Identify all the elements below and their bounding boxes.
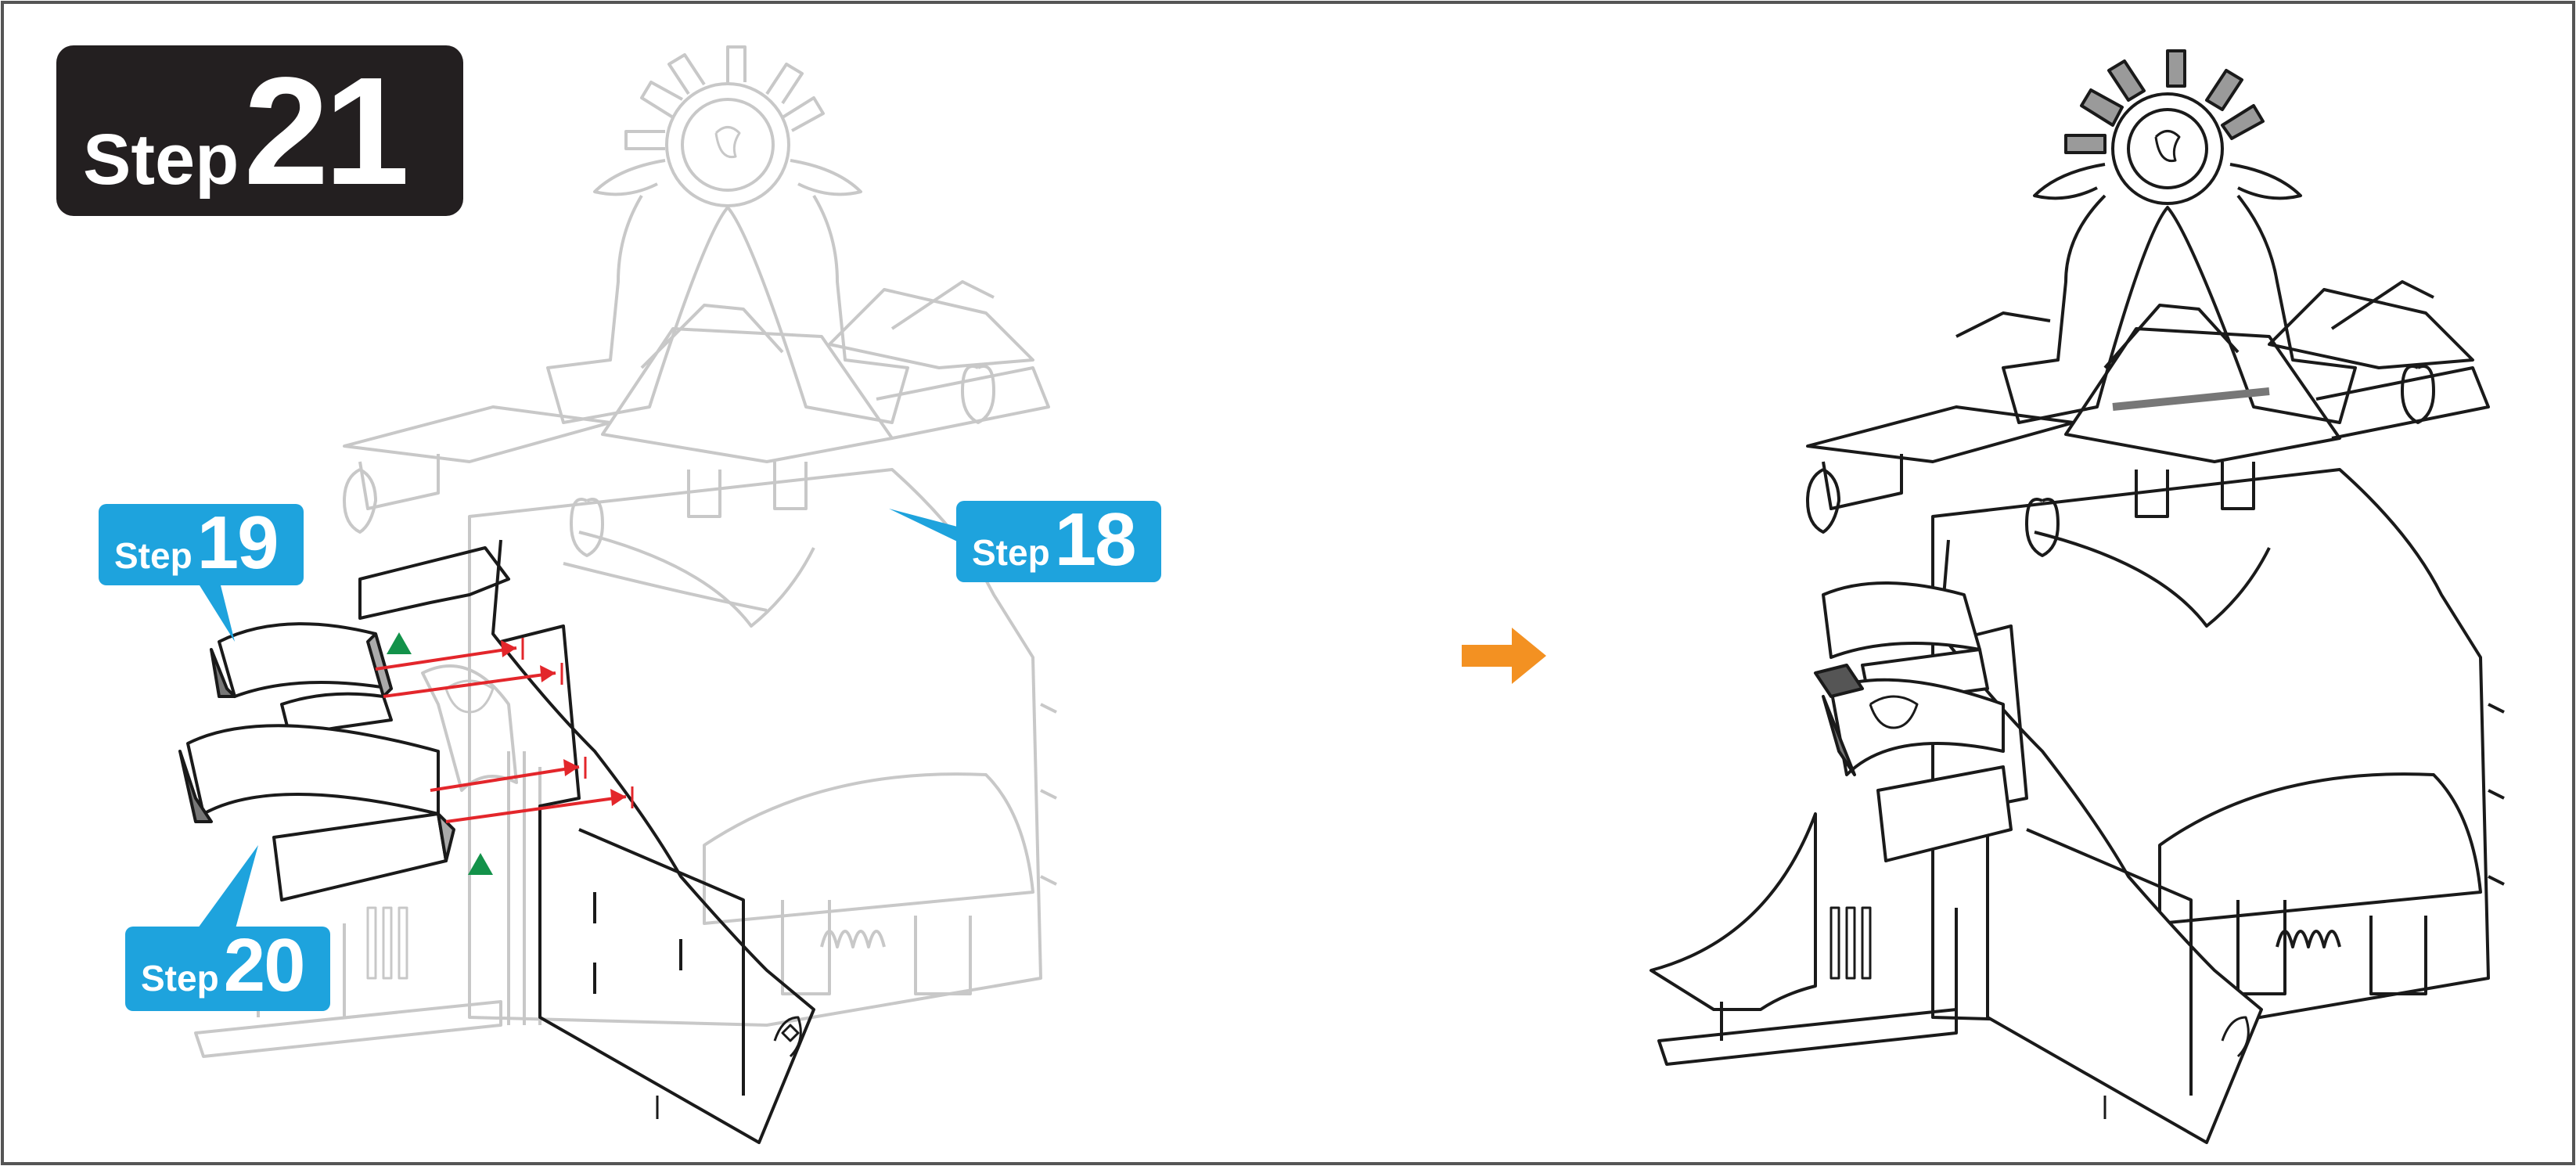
callout-tail-step20 — [196, 845, 258, 931]
main-step-badge: Step 21 — [56, 45, 463, 216]
crown-ornament-faded — [595, 47, 861, 206]
step19-part — [211, 624, 391, 736]
roof-left — [1808, 313, 2074, 509]
step20-part — [180, 725, 454, 900]
callout-step18-number: 18 — [1055, 502, 1135, 578]
attached-step19 — [1823, 583, 1980, 657]
callout-step19-number: 19 — [197, 506, 278, 581]
green-triangle-marker-icon — [468, 853, 493, 875]
assembly-after — [1651, 51, 2504, 1143]
slope-base — [1651, 814, 1815, 1009]
red-insert-arrow-icon — [446, 797, 626, 822]
callout-tail-step19 — [196, 579, 235, 642]
callout-step18: Step 18 — [956, 501, 1161, 582]
green-triangle-marker-icon — [387, 632, 412, 654]
main-body-faded — [470, 470, 1041, 1025]
orange-right-arrow-icon — [1462, 628, 1546, 684]
main-step-number: 21 — [243, 55, 405, 208]
callout-step19-word: Step — [114, 538, 192, 574]
crown-ornament — [2035, 51, 2301, 203]
main-step-word: Step — [83, 124, 239, 196]
callout-step19: Step 19 — [99, 504, 304, 585]
red-insert-arrow-icon — [430, 767, 579, 790]
callout-step20-number: 20 — [224, 928, 304, 1003]
attached-step20 — [1831, 680, 2003, 775]
callout-step20: Step 20 — [125, 927, 330, 1011]
front-panel — [1941, 540, 2261, 1143]
callout-step18-word: Step — [972, 534, 1050, 570]
side-wall-faded — [704, 774, 1033, 923]
side-wall — [2160, 774, 2481, 923]
callout-step20-word: Step — [141, 960, 219, 996]
roof-right-faded — [829, 282, 1049, 438]
